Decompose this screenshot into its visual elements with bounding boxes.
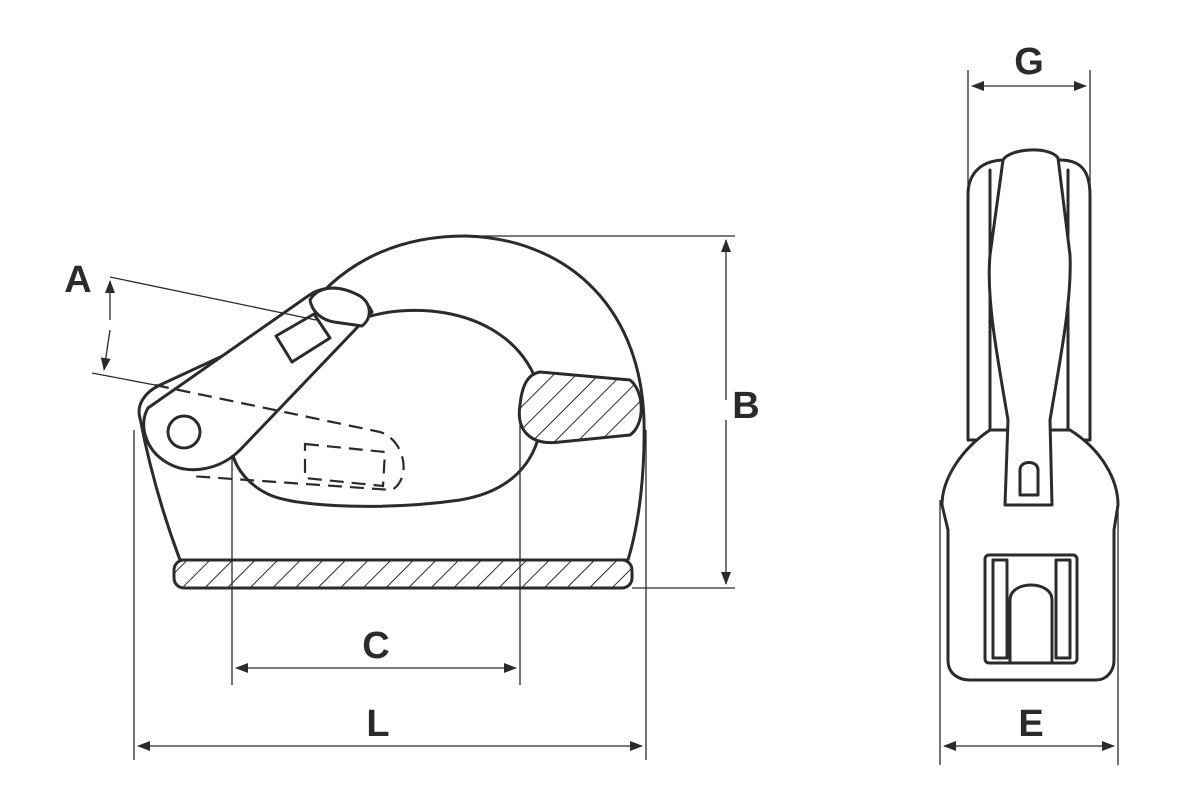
front-view: G E xyxy=(939,41,1120,765)
hook-base-plate xyxy=(172,558,634,590)
dim-a-label: A xyxy=(64,259,91,301)
dim-b-label: B xyxy=(732,385,759,427)
dim-e-label: E xyxy=(1018,703,1043,745)
front-latch xyxy=(987,148,1072,507)
dim-g-label: G xyxy=(1014,41,1044,83)
front-link xyxy=(1008,583,1054,665)
pivot-pin xyxy=(166,414,202,450)
dim-c-label: C xyxy=(362,625,389,667)
front-pin-right xyxy=(1054,558,1072,660)
dim-l-label: L xyxy=(366,703,389,745)
side-view: A B C L xyxy=(64,234,760,760)
latch-hidden-slot xyxy=(303,442,387,488)
dim-a-arrow-2 xyxy=(100,329,111,371)
latch-hidden-lines xyxy=(154,383,405,492)
hook-tip-section xyxy=(517,370,643,445)
front-pin-left xyxy=(991,558,1009,660)
latch-slot xyxy=(274,312,332,364)
dim-a-ext-bottom xyxy=(91,372,161,387)
latch-tab xyxy=(308,286,371,328)
front-latch-slot xyxy=(1018,461,1040,497)
dim-a-ext-top xyxy=(109,276,317,321)
